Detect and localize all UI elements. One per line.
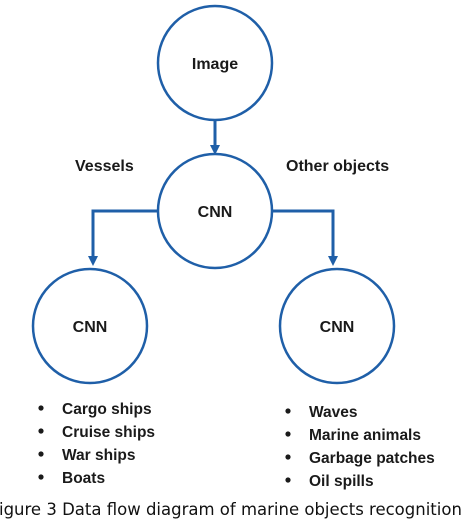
list-item-label: Waves	[309, 404, 358, 421]
bullet-icon	[38, 451, 44, 457]
vessels-list: Cargo ships Cruise ships War ships Boats	[38, 401, 155, 487]
bullet-icon	[38, 474, 44, 480]
vessels-branch-label: Vessels	[75, 158, 134, 175]
other-cnn-node	[278, 267, 396, 385]
list-item-label: Oil spills	[309, 473, 374, 490]
list-item-label: Cargo ships	[62, 401, 152, 418]
bullet-icon	[285, 408, 291, 414]
list-item: Marine animals	[285, 427, 421, 444]
figure-caption: igure 3 Data flow diagram of marine obje…	[0, 500, 462, 519]
cnn-to-vessels-arrow	[88, 209, 158, 266]
other-objects-branch-label: Other objects	[286, 158, 389, 175]
bullet-icon	[38, 428, 44, 434]
vessels-cnn-node	[31, 267, 149, 385]
vessels-cnn-label: CNN	[73, 319, 108, 336]
bullet-icon	[285, 477, 291, 483]
bullet-icon	[285, 431, 291, 437]
list-item: Waves	[285, 404, 358, 421]
router-cnn-label: CNN	[198, 204, 233, 221]
list-item: Cargo ships	[38, 401, 152, 418]
list-item-label: Garbage patches	[309, 450, 435, 467]
list-item: War ships	[38, 447, 136, 464]
list-item: Oil spills	[285, 473, 374, 490]
list-item: Boats	[38, 470, 105, 487]
list-item-label: Marine animals	[309, 427, 421, 444]
cnn-to-other-arrow	[272, 209, 338, 266]
list-item-label: Boats	[62, 470, 105, 487]
list-item: Cruise ships	[38, 424, 155, 441]
bullet-icon	[285, 454, 291, 460]
image-node-label: Image	[192, 56, 238, 73]
other-cnn-label: CNN	[320, 319, 355, 336]
list-item-label: Cruise ships	[62, 424, 155, 441]
other-objects-list: Waves Marine animals Garbage patches Oil…	[285, 404, 435, 490]
list-item: Garbage patches	[285, 450, 435, 467]
list-item-label: War ships	[62, 447, 136, 464]
bullet-icon	[38, 405, 44, 411]
